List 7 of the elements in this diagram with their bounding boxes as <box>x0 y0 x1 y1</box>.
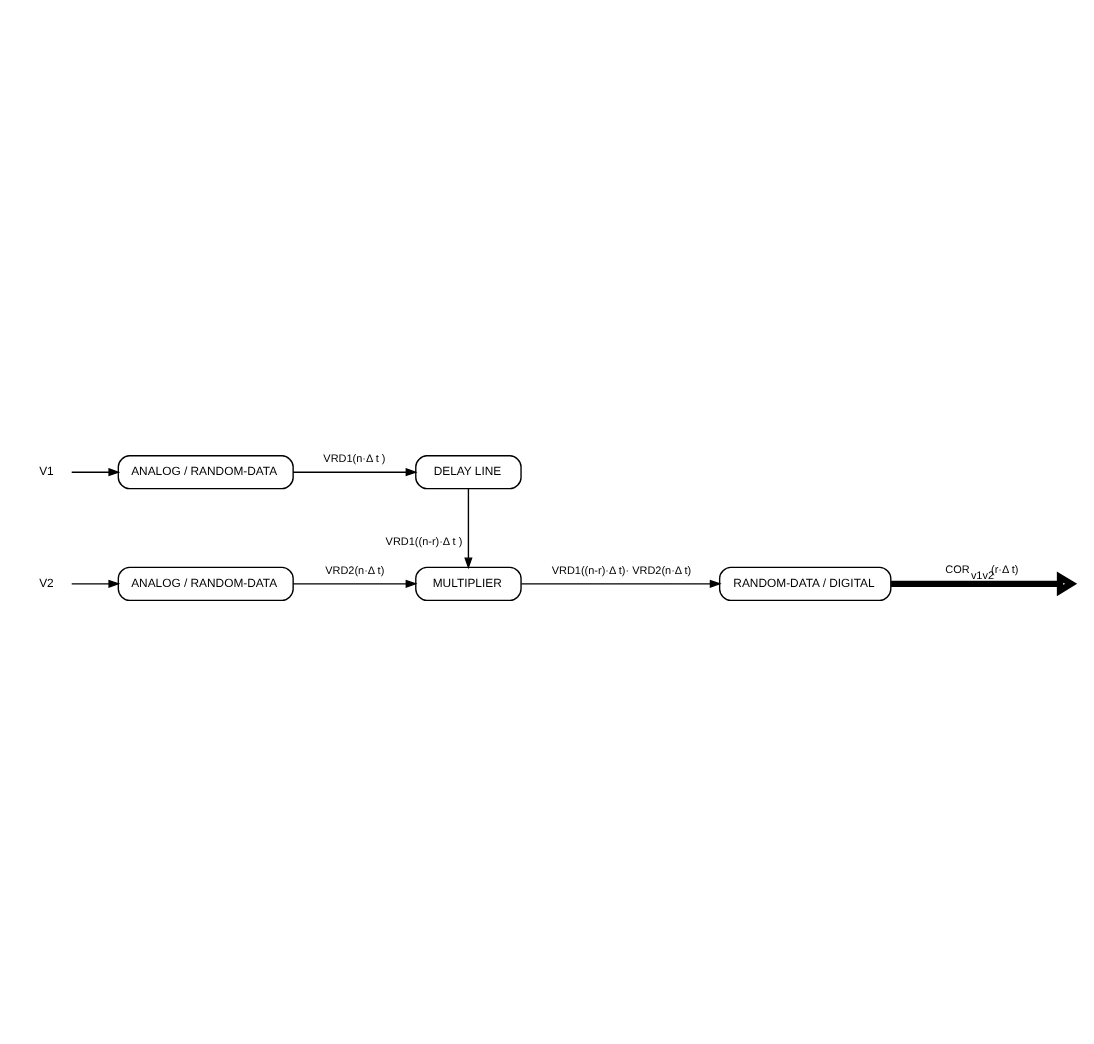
arrow <box>292 467 418 476</box>
arrow <box>71 467 121 476</box>
arrow <box>292 578 418 588</box>
arrow <box>891 570 1078 596</box>
arrow <box>464 487 473 569</box>
arrow <box>520 578 722 588</box>
arrow <box>71 578 121 588</box>
